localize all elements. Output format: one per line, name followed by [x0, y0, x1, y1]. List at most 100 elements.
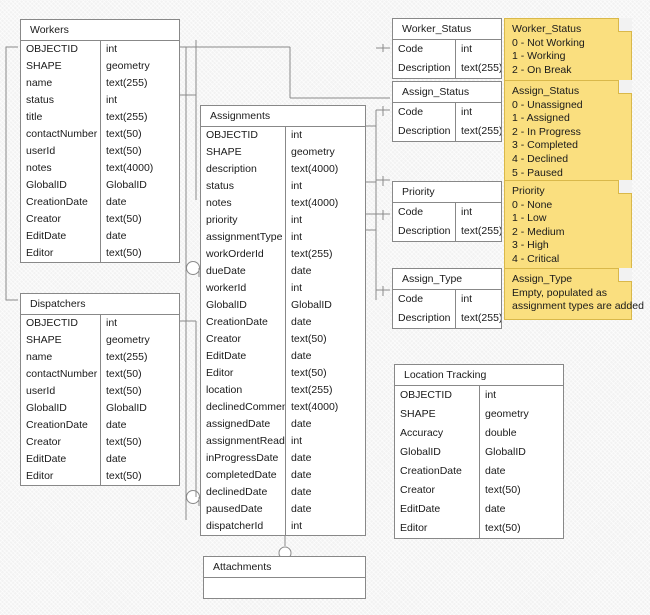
attribute-name: OBJECTID	[201, 127, 286, 144]
attribute-type: text(255)	[461, 225, 501, 237]
attribute-name: OBJECTID	[395, 386, 480, 405]
entity-title: Assignments	[201, 106, 365, 127]
attribute-name: dispatcherId	[201, 518, 286, 535]
note-line: 0 - None	[512, 198, 553, 211]
attribute-type: text(50)	[106, 385, 142, 397]
attribute-type: double	[485, 427, 517, 439]
attribute-name: CreationDate	[21, 417, 101, 434]
attribute-type: text(50)	[485, 522, 521, 534]
attribute-name: Description	[393, 59, 456, 78]
attribute-type: text(50)	[106, 213, 142, 225]
attribute-name: userId	[21, 383, 101, 400]
note-priority[interactable]: Priority 0 - None 1 - Low 2 - Medium 3 -…	[504, 180, 632, 273]
attribute-type: GlobalID	[106, 402, 147, 414]
attribute-name: location	[201, 382, 286, 399]
attribute-row: Accuracy double	[395, 424, 563, 443]
note-line: assignment types are added	[512, 300, 644, 313]
attribute-name: assignedDate	[201, 416, 286, 433]
attribute-type: int	[291, 520, 303, 532]
entity-title: Attachments	[204, 557, 365, 578]
attribute-type: int	[461, 43, 473, 55]
entity-attachments[interactable]: Attachments	[203, 556, 366, 599]
attribute-name: name	[21, 75, 101, 92]
attribute-type: int	[106, 43, 118, 55]
attribute-type: geometry	[106, 334, 150, 346]
attribute-type: int	[461, 206, 473, 218]
attribute-row: title text(255)	[21, 109, 179, 126]
attribute-type: int	[291, 129, 303, 141]
attribute-type: text(255)	[106, 111, 148, 123]
note-assign-type[interactable]: Assign_Type Empty, populated as assignme…	[504, 268, 644, 320]
attribute-type: text(50)	[106, 470, 142, 482]
attribute-type: date	[291, 503, 312, 515]
attribute-name: pausedDate	[201, 501, 286, 518]
entity-title: Worker_Status	[393, 19, 501, 40]
attribute-type: text(255)	[461, 312, 501, 324]
attribute-name: OBJECTID	[21, 41, 101, 58]
attribute-name: SHAPE	[21, 332, 101, 349]
attribute-row: Editor text(50)	[395, 519, 563, 538]
attribute-type: date	[106, 196, 127, 208]
rel-optional-circle-dispatcherid	[186, 490, 200, 504]
attribute-type: text(50)	[106, 368, 142, 380]
attribute-row: Editor text(50)	[21, 468, 179, 485]
attribute-name: Creator	[395, 481, 480, 500]
attribute-name: CreationDate	[21, 194, 101, 211]
note-line: Assign_Status	[512, 85, 580, 97]
attribute-name: EditDate	[395, 500, 480, 519]
attribute-type: int	[461, 293, 473, 305]
attribute-name: workerId	[201, 280, 286, 297]
rel-workers-left-rail	[5, 46, 18, 301]
attribute-type: text(50)	[291, 333, 327, 345]
attribute-name: GlobalID	[395, 443, 480, 462]
note-line: 1 - Assigned	[512, 112, 570, 125]
note-assign-status[interactable]: Assign_Status 0 - Unassigned 1 - Assigne…	[504, 80, 632, 200]
attribute-name: EditDate	[21, 451, 101, 468]
attribute-name: Accuracy	[395, 424, 480, 443]
attribute-type: date	[291, 265, 312, 277]
attribute-name: EditDate	[201, 348, 286, 365]
attribute-name: Code	[393, 40, 456, 59]
entity-title: Assign_Status	[393, 82, 501, 103]
attribute-type: geometry	[485, 408, 529, 420]
attribute-type: text(50)	[485, 484, 521, 496]
entity-title: Workers	[21, 20, 179, 41]
attribute-type: date	[485, 503, 506, 515]
attribute-type: date	[106, 419, 127, 431]
attribute-name: title	[21, 109, 101, 126]
note-worker-status[interactable]: Worker_Status 0 - Not Working 1 - Workin…	[504, 18, 632, 84]
attribute-type: GlobalID	[485, 446, 526, 458]
attribute-name: declinedDate	[201, 484, 286, 501]
attribute-type: int	[291, 231, 303, 243]
note-line: 1 - Low	[512, 212, 547, 225]
attribute-name: Editor	[21, 468, 101, 485]
attribute-name: Editor	[395, 519, 480, 538]
attribute-type: text(255)	[106, 351, 148, 363]
entity-title: Location Tracking	[395, 365, 563, 386]
attribute-row: Creator text(50)	[395, 481, 563, 500]
